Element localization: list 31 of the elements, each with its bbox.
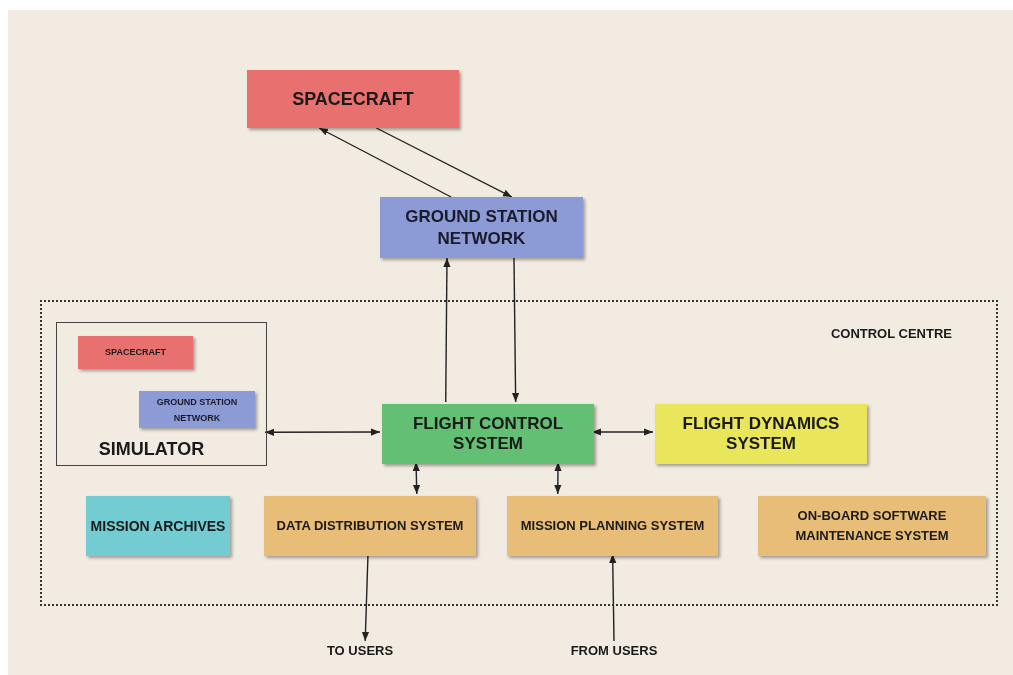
process-box — [78, 336, 193, 369]
node-label: FLIGHT DYNAMICS SYSTEM — [681, 414, 841, 454]
process-box — [264, 496, 476, 556]
node-label: TO USERS — [326, 642, 394, 661]
node-label: ON-BOARD SOFTWARE MAINTENANCE SYSTEM — [794, 507, 950, 545]
simulator-box — [56, 322, 267, 466]
process-box — [507, 496, 718, 556]
arrow — [264, 428, 381, 436]
node-label: MISSION ARCHIVES — [90, 517, 226, 536]
node-label: SIMULATOR — [98, 438, 205, 461]
process-box — [86, 496, 230, 556]
node-label: MISSION PLANNING SYSTEM — [520, 517, 705, 535]
process-box — [655, 404, 867, 464]
arrow — [511, 257, 520, 403]
arrow — [318, 127, 452, 198]
control-centre-region — [40, 300, 998, 606]
arrow — [375, 127, 513, 198]
process-box — [758, 496, 986, 556]
node-label: GROUND STATION NETWORK — [155, 395, 239, 425]
process-box — [382, 404, 594, 464]
process-box — [139, 391, 255, 428]
process-box — [380, 197, 583, 258]
arrow — [443, 257, 451, 403]
node-label: DATA DISTRIBUTION SYSTEM — [276, 517, 464, 535]
node-label: GROUND STATION NETWORK — [404, 205, 559, 250]
node-label: CONTROL CENTRE — [830, 325, 952, 343]
node-label: FLIGHT CONTROL SYSTEM — [411, 414, 565, 454]
node-label: SPACECRAFT — [105, 345, 166, 359]
node-label: FROM USERS — [570, 642, 658, 661]
process-box — [247, 70, 459, 128]
node-label: SPACECRAFT — [292, 87, 414, 111]
